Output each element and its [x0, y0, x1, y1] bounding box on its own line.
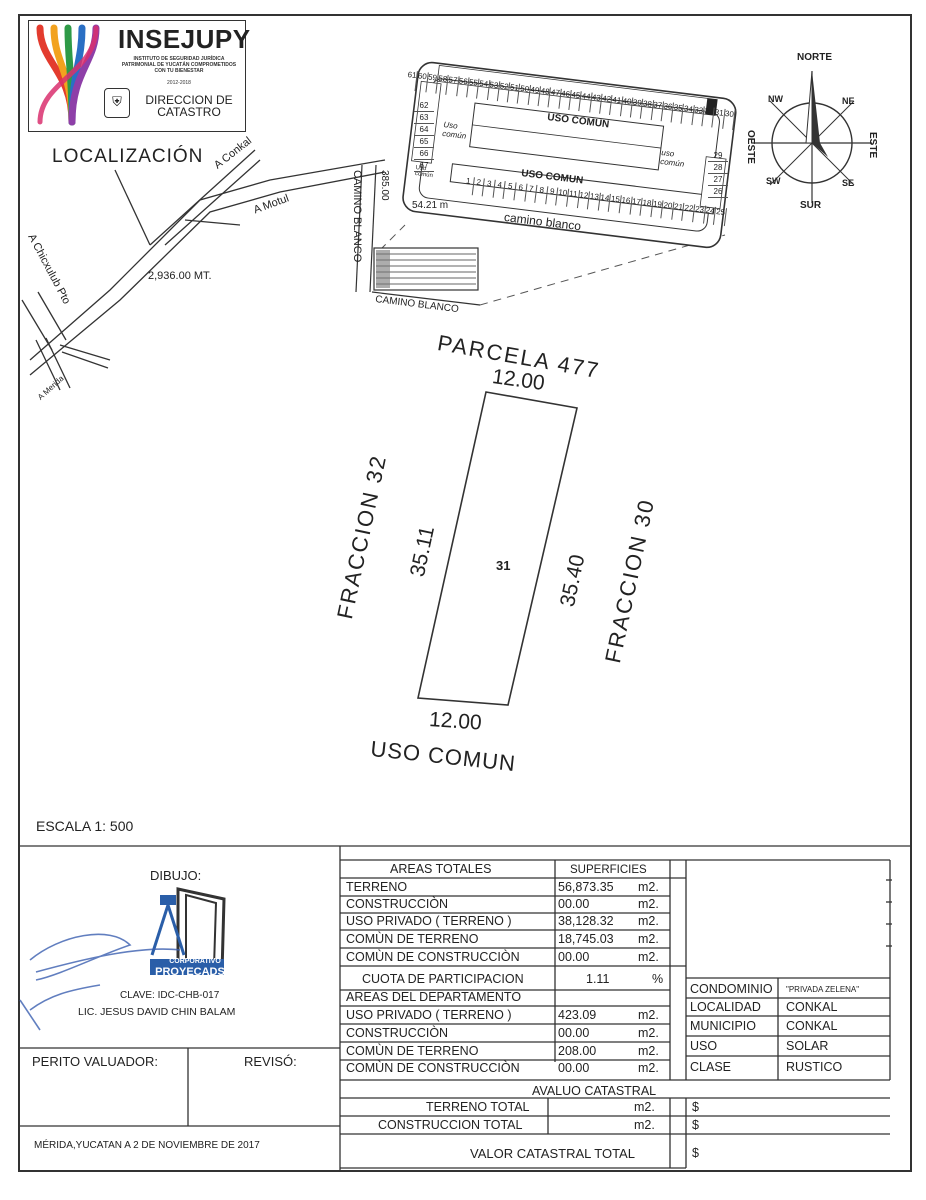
lot-number: 64: [414, 124, 434, 136]
drawing-label: DIBUJO:: [150, 868, 202, 883]
areas-header-left: AREAS TOTALES: [390, 862, 492, 876]
lot-number-label: 31: [496, 558, 511, 573]
compass-south-label: SUR: [800, 200, 822, 211]
distance-label: 2,936.00 MT.: [148, 270, 212, 282]
areas-row-label: TERRENO: [346, 880, 408, 894]
cuota-unit: %: [652, 972, 664, 986]
department-name: DIRECCION DE CATASTRO: [134, 94, 244, 118]
perito-valuador-label: PERITO VALUADOR:: [32, 1054, 158, 1069]
areas-row-label: COMÙN DE TERRENO: [346, 932, 479, 946]
areas-row-value: 56,873.35: [558, 880, 614, 894]
terreno-total-label: TERRENO TOTAL: [426, 1100, 530, 1114]
construccion-total-currency: $: [692, 1118, 699, 1132]
department-line2: CATASTRO: [157, 105, 221, 119]
compass-east-label: ESTE: [867, 132, 878, 159]
dept-row-label: COMÙN DE CONSTRUCCIÒN: [346, 1061, 520, 1075]
lot-number: 66: [414, 148, 434, 160]
areas-row-unit: m2.: [638, 914, 659, 928]
plan-frame: [18, 14, 912, 1172]
place-date-label: MÉRIDA,YUCATAN A 2 DE NOVIEMBRE DE 2017: [34, 1140, 260, 1151]
compass-se-label: SE: [842, 178, 855, 188]
avaluo-title: AVALUO CATASTRAL: [532, 1084, 657, 1098]
lot-number: 27: [708, 174, 728, 186]
dept-row-value: 208.00: [558, 1044, 597, 1058]
terreno-total-currency: $: [692, 1100, 699, 1114]
areas-row-unit: m2.: [638, 932, 659, 946]
dimension-5421-label: 54.21 m: [412, 200, 449, 211]
compass-west-label: OESTE: [745, 130, 756, 164]
dept-row-label: COMÙN DE TERRENO: [346, 1044, 479, 1058]
areas-row-value: 00.00: [558, 950, 590, 964]
brand-subtitle: INSTITUTO DE SEGURIDAD JURÍDICA PATRIMON…: [121, 56, 237, 74]
lot-number: 25: [714, 206, 727, 227]
dimension-385-label: 385.00: [379, 170, 390, 201]
camino-blanco-vertical-label: CAMINO BLANCO: [351, 170, 363, 263]
location-title: LOCALIZACIÓN: [52, 146, 204, 167]
company-line1: CORPORATIVO: [169, 958, 221, 965]
cuota-label: CUOTA DE PARTICIPACION: [362, 972, 524, 986]
valor-total-label: VALOR CATASTRAL TOTAL: [470, 1146, 635, 1161]
brand-years: 2012-2018: [167, 80, 191, 86]
dept-row-label: USO PRIVADO ( TERRENO ): [346, 1008, 512, 1022]
property-label: USO: [690, 1039, 718, 1053]
lot-number: 29: [708, 150, 728, 162]
property-label: CLASE: [690, 1060, 731, 1074]
dept-row-unit: m2.: [638, 1008, 659, 1022]
property-value: SOLAR: [786, 1039, 829, 1053]
compass-ne-label: NE: [842, 96, 855, 106]
dept-row-unit: m2.: [638, 1026, 659, 1040]
side-bottom-dimension: 12.00: [428, 708, 483, 735]
areas-row-unit: m2.: [638, 880, 659, 894]
lot-number: 65: [414, 136, 434, 148]
areas-row-value: 18,745.03: [558, 932, 614, 946]
construccion-total-label: CONSTRUCCION TOTAL: [378, 1118, 523, 1132]
property-label: CONDOMINIO: [690, 982, 773, 996]
compass-north-label: NORTE: [797, 52, 832, 63]
areas-row-label: COMÙN DE CONSTRUCCIÒN: [346, 950, 520, 964]
dept-row-value: 423.09: [558, 1008, 597, 1022]
scale-label: ESCALA 1: 500: [36, 818, 134, 834]
company-line2: PROYECADS: [155, 966, 225, 978]
areas-header-right: SUPERFICIES: [570, 864, 647, 876]
areas-row-unit: m2.: [638, 950, 659, 964]
dept-row-label: CONSTRUCCIÒN: [346, 1026, 449, 1040]
dept-row-value: 00.00: [558, 1061, 590, 1075]
property-value: CONKAL: [786, 1019, 838, 1033]
reviso-label: REVISÓ:: [244, 1054, 297, 1069]
compass-nw-label: NW: [768, 94, 783, 104]
department-line1: DIRECCION DE: [145, 93, 233, 107]
state-seal-icon: ⛨: [104, 88, 130, 118]
areas-row-label: USO PRIVADO ( TERRENO ): [346, 914, 512, 928]
dept-row-unit: m2.: [638, 1061, 659, 1075]
compass-sw-label: SW: [766, 176, 781, 186]
property-value: CONKAL: [786, 1000, 838, 1014]
dept-header: AREAS DEL DEPARTAMENTO: [346, 990, 522, 1004]
property-label: MUNICIPIO: [690, 1019, 756, 1033]
terreno-total-unit: m2.: [634, 1100, 655, 1114]
dept-row-value: 00.00: [558, 1026, 590, 1040]
lot-number: 62: [414, 100, 434, 112]
areas-row-value: 38,128.32: [558, 914, 614, 928]
cuota-value: 1.11: [586, 972, 610, 986]
lot-number: 63: [414, 112, 434, 124]
lot-number: 26: [708, 186, 728, 198]
areas-row-unit: m2.: [638, 897, 659, 911]
lot-number: 67: [414, 160, 434, 172]
lot-number: 28: [708, 162, 728, 174]
brand-name: INSEJUPY: [118, 24, 251, 54]
property-label: LOCALIDAD: [690, 1000, 761, 1014]
areas-row-label: CONSTRUCCIÒN: [346, 897, 449, 911]
insejupy-logo-icon: [36, 24, 100, 126]
clave-label: CLAVE: IDC-CHB-017: [120, 990, 220, 1001]
construccion-total-unit: m2.: [634, 1118, 655, 1132]
valor-total-currency: $: [692, 1146, 699, 1160]
property-value: "PRIVADA ZELENA": [786, 985, 860, 994]
areas-row-value: 00.00: [558, 897, 590, 911]
property-value: RUSTICO: [786, 1060, 843, 1074]
dept-row-unit: m2.: [638, 1044, 659, 1058]
drafter-name: LIC. JESUS DAVID CHIN BALAM: [78, 1006, 236, 1018]
